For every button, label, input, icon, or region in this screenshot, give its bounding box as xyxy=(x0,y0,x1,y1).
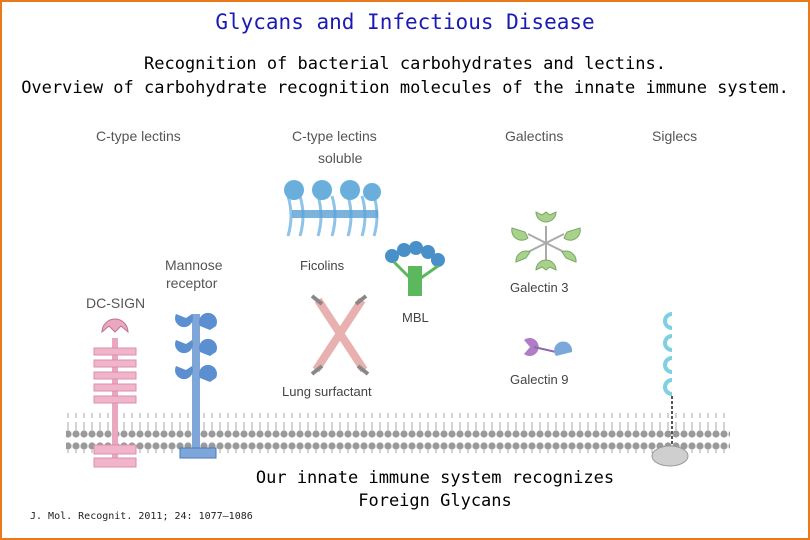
label-receptor: receptor xyxy=(166,275,218,291)
caption-line-2: Foreign Glycans xyxy=(358,491,512,511)
slide-title: Glycans and Infectious Disease xyxy=(215,10,595,34)
mbl-molecule xyxy=(385,241,445,296)
siglecs-molecule xyxy=(651,312,689,467)
label-dc-sign: DC-SIGN xyxy=(86,295,145,311)
mannose-receptor-molecule xyxy=(175,312,218,459)
header-galectins: Galectins xyxy=(505,128,563,144)
label-ficolins: Ficolins xyxy=(300,258,345,273)
caption-line-1: Our innate immune system recognizes xyxy=(255,468,615,488)
galectin-9-molecule xyxy=(524,338,573,356)
header-c-type-soluble: C-type lectins xyxy=(292,128,377,144)
subtitle-line-2: Overview of carbohydrate recognition mol… xyxy=(21,78,789,98)
galectin-3-molecule xyxy=(511,211,581,271)
label-mannose: Mannose xyxy=(165,257,223,273)
header-soluble: soluble xyxy=(318,150,363,166)
lung-surfactant-molecule xyxy=(310,294,370,376)
subtitle-line-1: Recognition of bacterial carbohydrates a… xyxy=(144,54,666,74)
label-lung-surfactant: Lung surfactant xyxy=(282,384,372,399)
cell-membrane xyxy=(66,413,730,453)
label-galectin-9: Galectin 9 xyxy=(510,372,569,387)
header-siglecs: Siglecs xyxy=(652,128,697,144)
dc-sign-molecule xyxy=(93,318,137,468)
label-galectin-3: Galectin 3 xyxy=(510,280,569,295)
citation: J. Mol. Recognit. 2011; 24: 1077–1086 xyxy=(30,511,253,522)
ficolins-molecule xyxy=(284,180,381,237)
header-c-type-lectins: C-type lectins xyxy=(96,128,181,144)
label-mbl: MBL xyxy=(402,310,429,325)
